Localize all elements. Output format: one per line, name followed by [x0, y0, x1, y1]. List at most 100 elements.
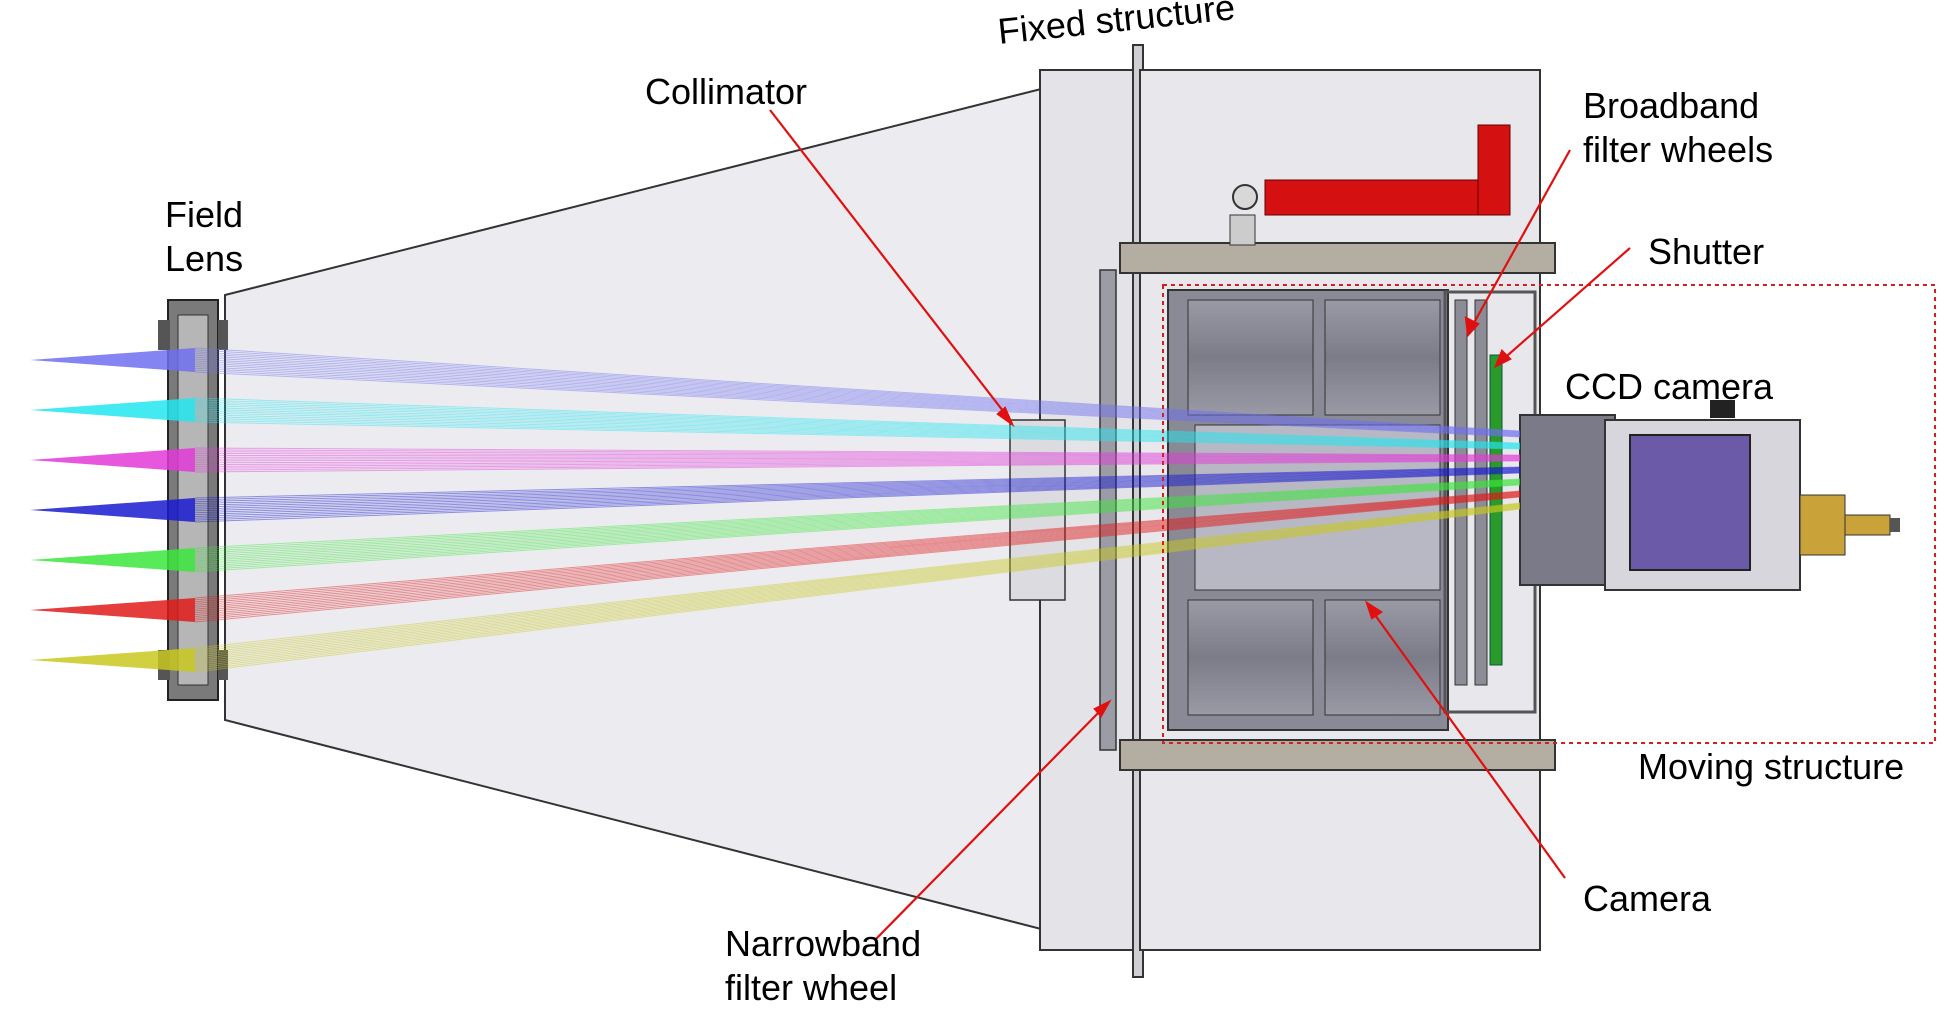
ray-line	[194, 483, 1521, 567]
ray-line	[194, 502, 1521, 649]
ray-line	[194, 466, 1521, 499]
ray-bundle-7	[30, 502, 1521, 673]
ray-line	[194, 484, 1521, 573]
ray-wedge	[30, 498, 195, 522]
ray-line	[194, 506, 1521, 666]
ray-bundle-5	[30, 478, 1521, 573]
ray-line	[194, 508, 1521, 673]
upper-rail	[1119, 242, 1556, 274]
ray-line	[194, 483, 1521, 569]
ray-line	[194, 506, 1521, 664]
narrowband-filter-wheel-disk	[1099, 269, 1117, 751]
narrowband-callout	[874, 705, 1106, 941]
ray-line	[194, 502, 1521, 651]
camera-housing	[1167, 289, 1449, 731]
ccd-camera-icon	[1519, 400, 1900, 591]
ray-line	[194, 507, 1521, 667]
ray-line	[194, 457, 1521, 462]
ray-bundle-3	[30, 447, 1521, 473]
ray-line	[194, 460, 1521, 471]
ray-line	[194, 504, 1521, 656]
callout-arrows	[769, 109, 1631, 941]
ray-line	[194, 365, 1521, 437]
ray-line	[194, 453, 1521, 457]
ray-line	[194, 399, 1521, 444]
linear-actuator-icon	[1229, 124, 1511, 246]
ray-line	[194, 471, 1521, 517]
field-lens-label-line-1: Field	[165, 194, 244, 235]
ray-line	[194, 410, 1521, 447]
ray-line	[194, 493, 1521, 610]
ray-line	[194, 369, 1521, 438]
collimator-callout	[769, 109, 1011, 421]
ray-line	[194, 421, 1521, 450]
ray-line	[194, 356, 1521, 434]
camera-label: Camera	[1583, 878, 1712, 919]
broadband-label-line-2: filter wheels	[1583, 129, 1774, 170]
ray-line	[194, 484, 1521, 571]
ray-line	[194, 404, 1521, 446]
collimator-label: Collimator	[645, 71, 808, 112]
ray-bundles	[30, 347, 1521, 673]
ray-line	[194, 458, 1521, 464]
collimator-mount	[1009, 419, 1066, 601]
ray-line	[194, 466, 1521, 501]
ray-line	[194, 459, 1521, 467]
ray-wedge	[30, 598, 195, 622]
ray-line	[194, 505, 1521, 660]
ray-line	[194, 503, 1521, 655]
ray-line	[194, 459, 1521, 469]
ray-line	[194, 507, 1521, 669]
ray-line	[194, 351, 1521, 433]
ray-line	[194, 468, 1521, 506]
ray-line	[194, 419, 1521, 450]
ray-line	[194, 494, 1521, 614]
ray-line	[194, 491, 1521, 603]
ray-line	[194, 467, 1521, 505]
ray-line	[194, 490, 1521, 599]
ray-line	[194, 447, 1521, 456]
broadband-callout	[1469, 149, 1571, 331]
ray-line	[194, 496, 1521, 621]
ray-line	[194, 458, 1521, 466]
ray-line	[194, 480, 1521, 558]
ray-line	[194, 362, 1521, 436]
ray-line	[194, 505, 1521, 662]
ray-line	[194, 412, 1521, 448]
ray-line	[194, 457, 1521, 460]
ray-line	[194, 406, 1521, 446]
ray-line	[194, 494, 1521, 616]
ray-line	[194, 358, 1521, 435]
narrowband-filter-wheel-label: Narrowband filter wheel	[725, 922, 921, 1010]
ray-line	[194, 468, 1521, 508]
ray-line	[194, 470, 1521, 514]
shutter-callout	[1499, 247, 1631, 363]
ray-line	[194, 470, 1521, 516]
moving-structure-label: Moving structure	[1638, 746, 1905, 787]
ray-line	[194, 415, 1521, 449]
ray-bundle-4	[30, 466, 1521, 523]
ray-line	[194, 495, 1521, 617]
ray-line	[194, 349, 1521, 432]
shutter-label: Shutter	[1648, 231, 1765, 272]
ray-line	[194, 504, 1521, 658]
ray-line	[194, 354, 1521, 434]
ray-line	[194, 403, 1521, 445]
ray-bundle-1	[30, 347, 1521, 438]
ray-line	[194, 479, 1521, 555]
ray-wedge	[30, 648, 195, 672]
ray-wedge	[30, 398, 195, 422]
ray-bundle-6	[30, 490, 1521, 623]
broadband-filter-wheels-label: Broadband filter wheels	[1583, 84, 1773, 172]
ray-line	[194, 364, 1521, 436]
shutter-blade	[1489, 354, 1503, 666]
ray-line	[194, 482, 1521, 566]
ray-line	[194, 482, 1521, 564]
ray-line	[194, 353, 1521, 433]
ray-line	[194, 472, 1521, 521]
ccd-camera-label: CCD camera	[1565, 366, 1774, 407]
ray-line	[194, 492, 1521, 608]
ray-line	[194, 371, 1521, 438]
lower-rail	[1119, 739, 1556, 771]
ray-line	[194, 449, 1521, 456]
